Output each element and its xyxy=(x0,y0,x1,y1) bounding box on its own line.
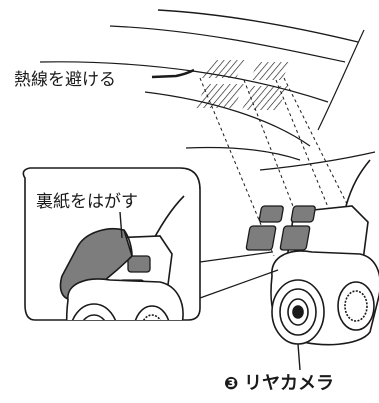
avoid-zone xyxy=(196,84,244,108)
heat-wire-leader xyxy=(151,68,195,79)
windshield-right-edge xyxy=(317,29,365,131)
heat-wire-label: 熱線を避ける xyxy=(14,70,116,90)
avoid-zone xyxy=(250,62,290,80)
peel-backing-label: 裏紙をはがす xyxy=(36,191,138,212)
camera-leader xyxy=(297,343,301,371)
projection-lines xyxy=(199,77,351,257)
zoom-camera-housing xyxy=(65,278,184,320)
zoom-callout xyxy=(22,167,201,321)
adhesive-pads xyxy=(245,205,316,251)
camera-label: リヤカメラ xyxy=(244,373,334,394)
heat-wire xyxy=(185,146,301,161)
rear-camera xyxy=(245,159,379,371)
heat-wire xyxy=(109,25,346,63)
heat-wire xyxy=(259,151,376,171)
windshield xyxy=(39,9,376,171)
avoid-zone xyxy=(242,86,288,110)
zoom-connectors xyxy=(199,251,279,299)
heat-wire xyxy=(39,61,329,103)
camera-number-badge: ❸ xyxy=(224,374,238,394)
avoid-zone xyxy=(202,60,246,78)
camera-cable xyxy=(345,159,371,207)
heat-wire xyxy=(144,91,311,147)
peel-leader xyxy=(119,211,123,239)
windshield-edge xyxy=(157,9,359,43)
